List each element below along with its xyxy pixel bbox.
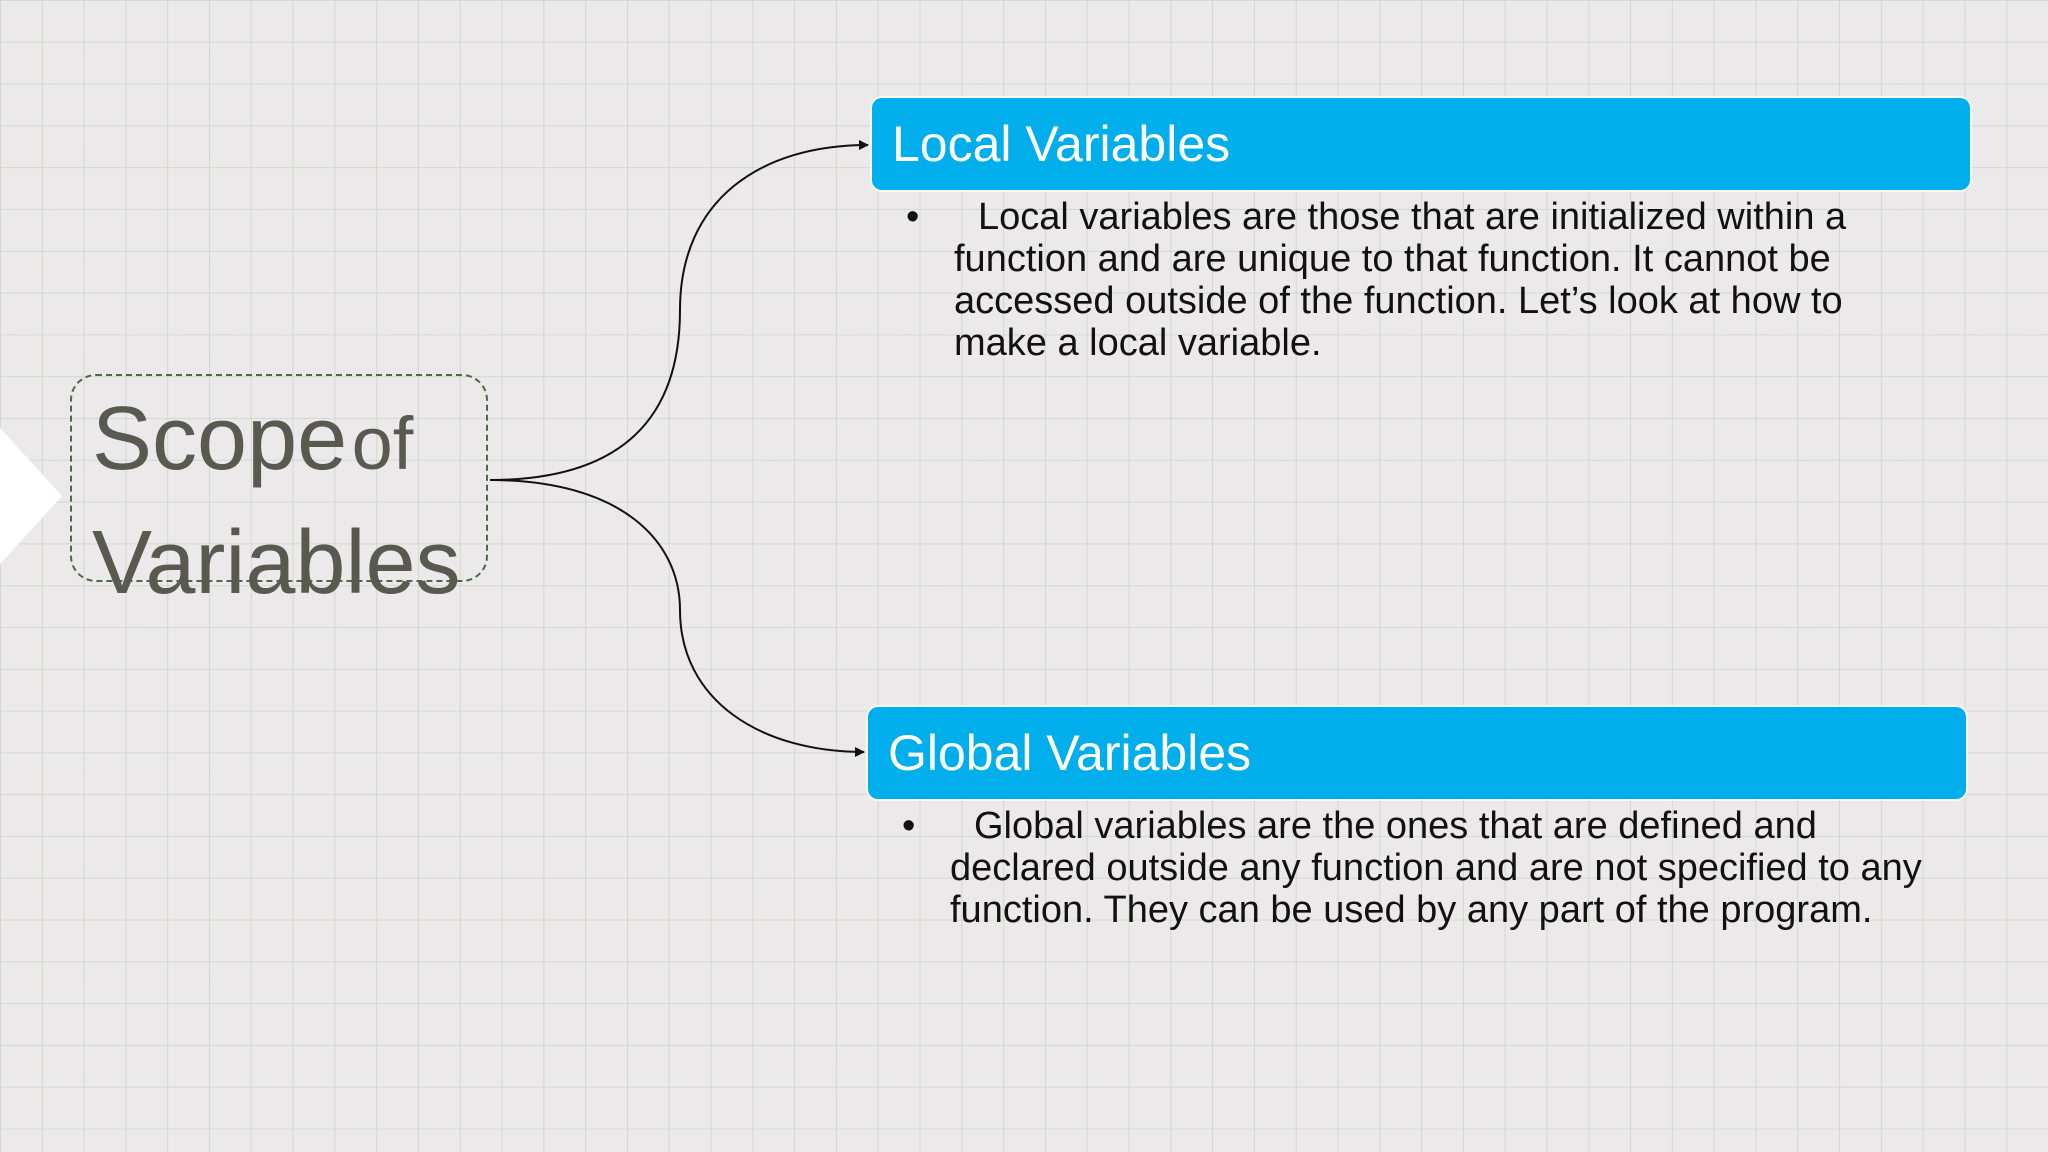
central-topic-line-1: Scope of: [92, 390, 486, 514]
local-variables-text: Local variables are those that are initi…: [954, 196, 1847, 364]
bullet-icon: •: [902, 805, 916, 847]
bullet-icon: •: [906, 196, 920, 238]
global-variables-header: Global Variables: [868, 707, 1966, 799]
central-topic-word-of: of: [351, 402, 414, 485]
local-variables-header: Local Variables: [872, 98, 1970, 190]
central-topic-word-scope: Scope: [92, 389, 348, 489]
central-topic: Scope of Variables: [70, 374, 488, 612]
slide-marker-triangle: [0, 428, 62, 564]
global-variables-text: Global variables are the ones that are d…: [950, 805, 1922, 931]
central-topic-word-variables: Variables: [92, 513, 461, 613]
central-topic-line-2: Variables: [92, 514, 486, 638]
global-variables-title: Global Variables: [888, 725, 1252, 781]
connector-to-local: [489, 140, 869, 481]
local-variables-description: • Local variables are those that are ini…: [906, 196, 1946, 364]
local-variables-title: Local Variables: [892, 116, 1231, 172]
global-variables-description: • Global variables are the ones that are…: [902, 805, 1942, 931]
connector-to-global: [489, 479, 865, 757]
